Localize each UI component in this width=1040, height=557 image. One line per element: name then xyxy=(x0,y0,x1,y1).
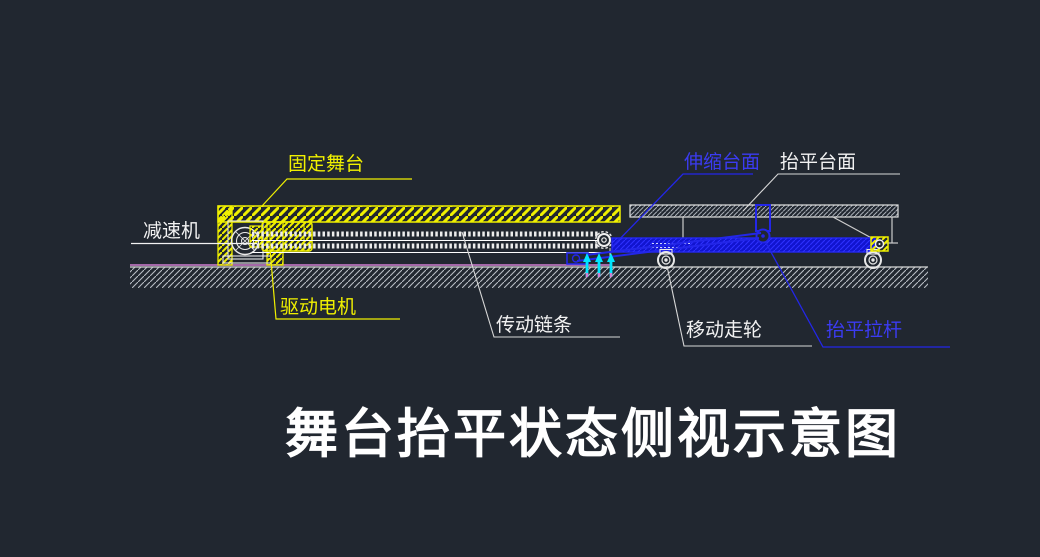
label-moving-wheel: 移动走轮 xyxy=(686,319,762,341)
platform-deck xyxy=(629,204,899,218)
label-drive-chain: 传动链条 xyxy=(496,314,572,336)
leader-line xyxy=(461,231,620,338)
wheel-hub xyxy=(664,258,668,262)
lift-direction-arrows xyxy=(583,253,615,277)
up-arrow-icon xyxy=(583,253,591,277)
callout-leveled-deck: 抬平台面 xyxy=(742,151,900,212)
end-box-roller-pin xyxy=(878,243,881,245)
callout-telescopic-deck: 伸缩台面 xyxy=(611,151,760,248)
chain-sprocket-hub xyxy=(601,237,607,243)
pull-rod-anchor-wheel xyxy=(571,254,581,263)
leader-line xyxy=(261,178,412,207)
label-telescopic-deck: 伸缩台面 xyxy=(684,151,760,173)
wheel-bracket xyxy=(659,248,673,255)
platform-diagonal-strut xyxy=(832,216,878,242)
label-fixed-stage: 固定舞台 xyxy=(288,153,364,175)
wheel-hub xyxy=(871,258,875,262)
reducer-gear-hub xyxy=(240,236,250,246)
leader-line xyxy=(765,242,950,348)
wheel-inner xyxy=(868,255,878,265)
drive-chain xyxy=(252,230,614,263)
leader-line xyxy=(742,173,900,212)
fixed-stage-top-beam xyxy=(217,205,621,223)
pivot-joint-pin xyxy=(761,234,765,238)
callout-fixed-stage: 固定舞台 xyxy=(261,153,412,207)
leader-line xyxy=(666,265,812,347)
caster-wheel-right xyxy=(864,248,882,269)
wheel-outer xyxy=(657,251,675,269)
up-arrow-icon xyxy=(595,253,603,277)
label-leveling-rod: 抬平拉杆 xyxy=(826,319,902,341)
label-reducer: 减速机 xyxy=(143,220,200,242)
leader-line xyxy=(611,173,753,248)
lifting-beam-assembly xyxy=(566,204,876,265)
wheel-inner xyxy=(661,255,671,265)
label-drive-motor: 驱动电机 xyxy=(280,296,356,318)
callout-leveling-rod: 抬平拉杆 xyxy=(765,242,950,348)
caster-wheel-left xyxy=(657,248,675,269)
ground-floor xyxy=(130,264,928,288)
floor-hatch xyxy=(130,267,928,288)
callout-moving-wheel: 移动走轮 xyxy=(666,265,812,347)
wheel-outer xyxy=(864,251,882,269)
leader-line xyxy=(269,248,400,320)
up-arrow-icon xyxy=(607,253,615,277)
beam-end-box xyxy=(870,236,889,252)
callout-drive-chain: 传动链条 xyxy=(461,231,620,338)
label-leveled-deck: 抬平台面 xyxy=(780,151,856,173)
chain-sprocket xyxy=(597,233,611,247)
drawing-title: 舞台抬平状态侧视示意图 xyxy=(285,405,901,464)
callout-reducer: 减速机 xyxy=(131,220,257,245)
pull-rod-upper xyxy=(585,232,762,256)
callout-drive-motor: 驱动电机 xyxy=(269,248,400,320)
